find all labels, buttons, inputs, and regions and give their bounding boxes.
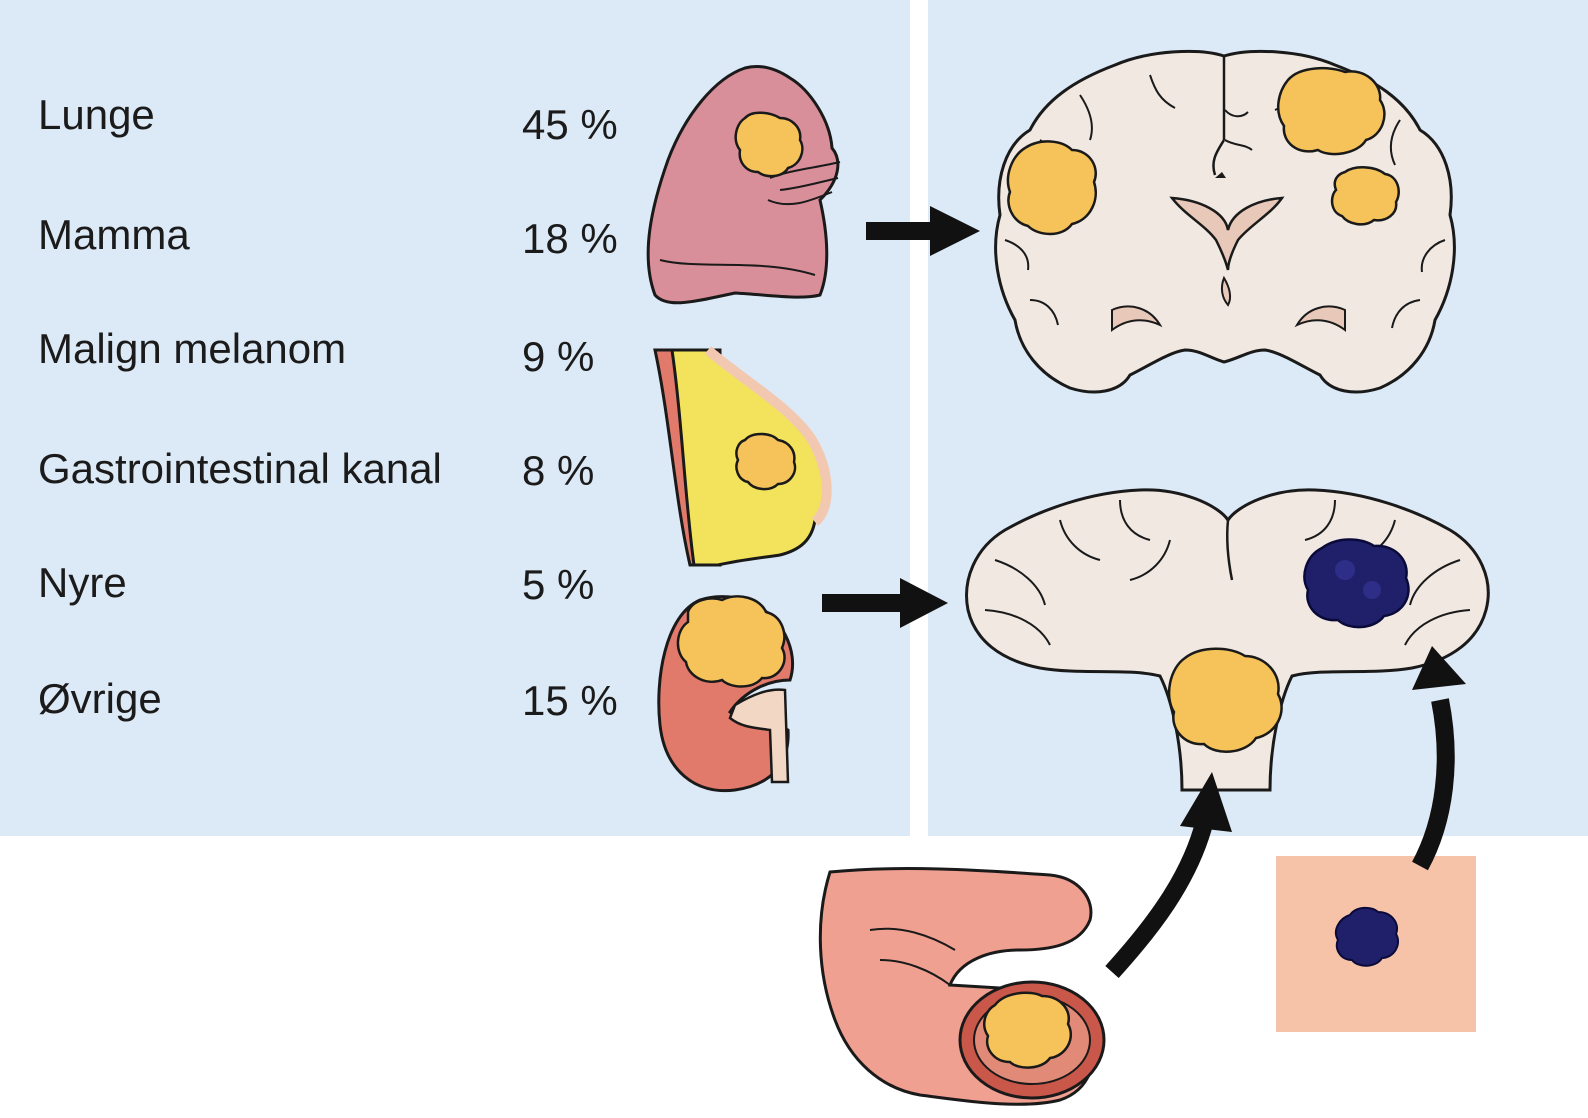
source-label-kidney: Nyre [38, 559, 127, 606]
source-value-other: 15 % [522, 677, 618, 724]
arrow-skin-to-cerebellum [1412, 646, 1466, 871]
arrow-to-brain-coronal [866, 206, 980, 256]
breast-icon [653, 346, 832, 567]
arrow-to-brain-cerebellum [822, 578, 948, 628]
brain-coronal-icon [994, 49, 1456, 394]
source-label-other: Øvrige [38, 675, 162, 722]
source-value-lung: 45 % [522, 101, 618, 148]
brain-cerebellum-icon [965, 488, 1490, 792]
source-value-gi: 8 % [522, 447, 595, 494]
source-label-gi: Gastrointestinal kanal [38, 445, 442, 492]
source-label-breast: Mamma [38, 211, 190, 258]
intestine-icon [818, 867, 1106, 1106]
source-label-lung: Lunge [38, 91, 155, 138]
skin-melanoma-icon [1276, 856, 1476, 1032]
arrow-intestine-to-brainstem [1105, 772, 1232, 979]
kidney-icon [657, 595, 795, 793]
source-value-kidney: 5 % [522, 561, 595, 608]
source-value-breast: 18 % [522, 215, 618, 262]
lung-icon [646, 64, 841, 305]
source-label-melanoma: Malign melanom [38, 325, 347, 372]
source-value-melanoma: 9 % [522, 333, 595, 380]
